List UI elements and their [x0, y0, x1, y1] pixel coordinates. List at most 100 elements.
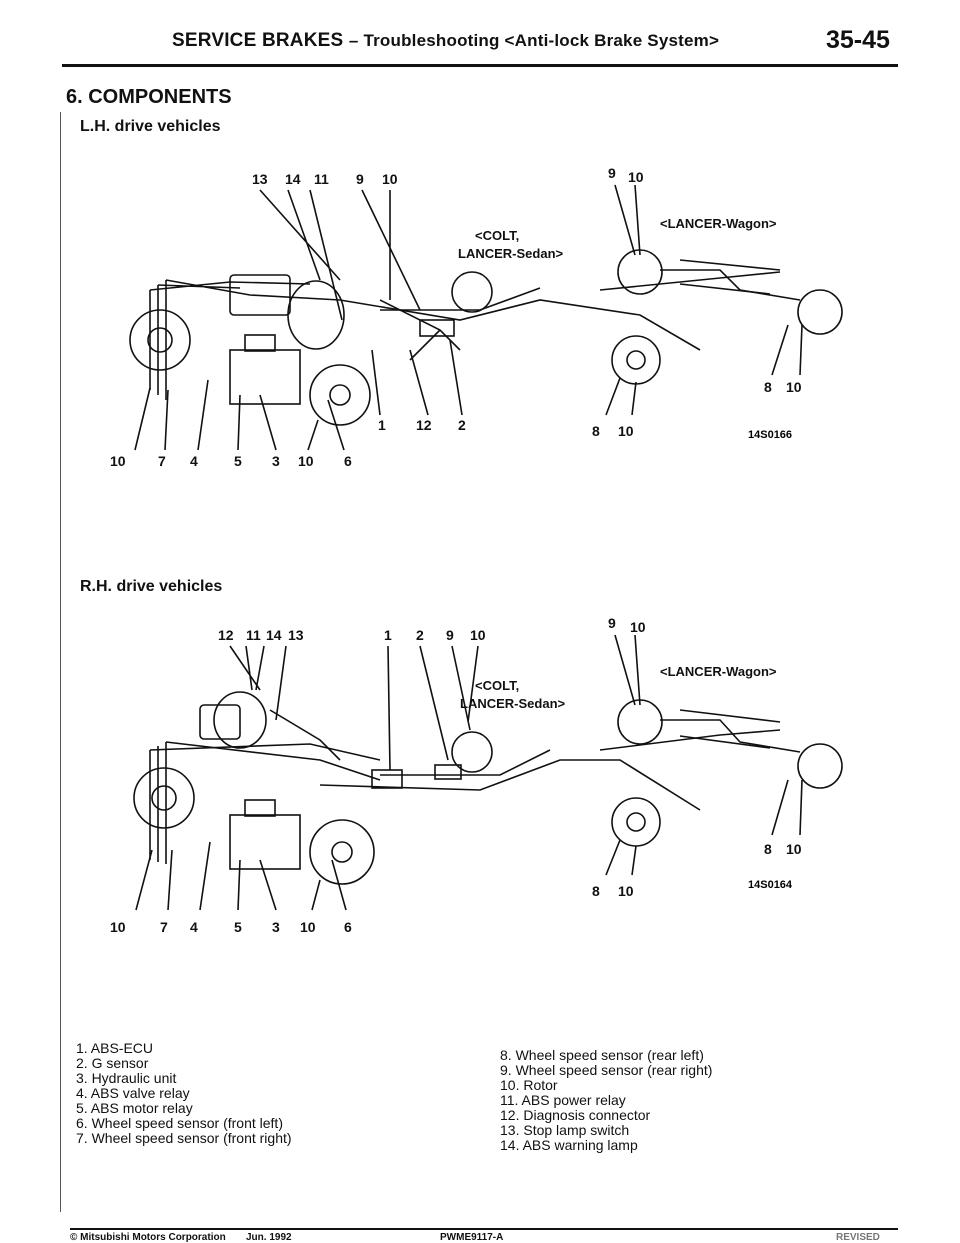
lh-callout-b-5: 5: [234, 453, 242, 469]
rh-drive-title: R.H. drive vehicles: [80, 578, 223, 595]
rh-callout-9-wagon: 9: [608, 615, 616, 631]
lh-label-sedan: LANCER-Sedan>: [458, 246, 564, 261]
rh-g-sensor-box: [434, 764, 462, 780]
rh-callout-b-10: 10: [110, 919, 126, 935]
legend-item: 12. Diagnosis connector: [500, 1107, 651, 1123]
lh-callout-8-wagon: 8: [764, 379, 772, 395]
legend-item: 11. ABS power relay: [500, 1092, 626, 1108]
rh-callout-b-3: 3: [272, 919, 280, 935]
legend-item: 1. ABS-ECU: [76, 1040, 154, 1056]
rh-callout-8-colt: 8: [592, 883, 600, 899]
lh-callout-10-wagon: 10: [628, 169, 644, 185]
lh-callout-10-colt: 10: [618, 423, 634, 439]
lh-callout-14: 14: [285, 171, 301, 187]
rh-wagon-rear-right-drum: [617, 699, 663, 745]
rh-front-left-disc: [309, 819, 375, 885]
rh-callout-10-wagon-r: 10: [786, 841, 802, 857]
lh-brake-lines-left: [149, 280, 167, 400]
rh-brake-booster: [213, 691, 267, 749]
rh-pedal: [269, 709, 341, 761]
rh-callout-b-4: 4: [190, 919, 198, 935]
legend-left: 1. ABS-ECU 2. G sensor 3. Hydraulic unit…: [76, 1041, 292, 1146]
lh-callout-9: 9: [356, 171, 364, 187]
rh-hydraulic-unit: [229, 814, 301, 870]
lh-callout-10-wagon-r: 10: [786, 379, 802, 395]
rh-callout-14: 14: [266, 627, 282, 643]
rh-rear-right-disc: [451, 731, 493, 773]
lh-callout-12: 12: [416, 417, 432, 433]
legend-right: 8. Wheel speed sensor (rear left) 9. Whe…: [500, 1048, 712, 1153]
header-title: SERVICE BRAKES – Troubleshooting <Anti-l…: [172, 30, 719, 52]
lh-callout-b-3: 3: [272, 453, 280, 469]
legend-item: 14. ABS warning lamp: [500, 1137, 638, 1153]
rh-callout-9: 9: [446, 627, 454, 643]
legend-item: 10. Rotor: [500, 1077, 558, 1093]
rh-callout-10-colt: 10: [618, 883, 634, 899]
rh-callout-11: 11: [246, 627, 261, 643]
header-title-sub: – Troubleshooting <Anti-lock Brake Syste…: [348, 31, 720, 50]
rh-callout-2: 2: [416, 627, 424, 643]
lh-callout-b-10b: 10: [298, 453, 314, 469]
rh-callout-b-5: 5: [234, 919, 242, 935]
rh-callout-1: 1: [384, 627, 392, 643]
lh-rear-right-disc: [451, 271, 493, 313]
lh-callout-b-10: 10: [110, 453, 126, 469]
lh-callout-13: 13: [252, 171, 268, 187]
lh-pedal: [379, 299, 461, 361]
legend-item: 4. ABS valve relay: [76, 1085, 190, 1101]
legend-item: 9. Wheel speed sensor (rear right): [500, 1062, 713, 1078]
rh-drive-diagram: 12 11 14 13 1 2 9 10 9 10 10 7 4 5 3 10 …: [110, 615, 843, 935]
lh-hydraulic-unit: [229, 349, 301, 405]
rh-callout-13: 13: [288, 627, 304, 643]
rh-brake-lines-left: [149, 742, 167, 864]
lh-label-wagon: <LANCER-Wagon>: [660, 216, 777, 231]
lh-callout-8-colt: 8: [592, 423, 600, 439]
rh-callout-b-6: 6: [344, 919, 352, 935]
legend-item: 8. Wheel speed sensor (rear left): [500, 1047, 704, 1063]
lh-figure-id: 14S0166: [748, 429, 792, 441]
footer-rule: [70, 1228, 898, 1230]
rh-rear-left-disc: [611, 797, 661, 847]
header-rule: [62, 64, 898, 67]
lh-callout-b-6: 6: [344, 453, 352, 469]
legend-item: 6. Wheel speed sensor (front left): [76, 1115, 283, 1131]
header-title-main: SERVICE BRAKES: [172, 30, 344, 51]
rh-wagon-axle: [660, 719, 801, 753]
lh-drive-title: L.H. drive vehicles: [80, 118, 221, 135]
rh-callout-b-7: 7: [160, 919, 168, 935]
footer-code: PWME9117-A: [440, 1232, 504, 1243]
rh-brake-line-rear: [319, 759, 701, 811]
rh-figure-id: 14S0164: [748, 879, 793, 891]
lh-front-right-disc: [129, 309, 191, 371]
rh-ecu-box: [371, 769, 403, 789]
legend-item: 5. ABS motor relay: [76, 1100, 193, 1116]
lh-ecu-box: [419, 319, 455, 337]
rh-label-colt: <COLT,: [475, 678, 519, 693]
lh-rear-left-disc: [611, 335, 661, 385]
lh-drive-diagram: 13 14 11 9 10 9 10 10 7 4 5 3 10 6 1 12 …: [110, 165, 843, 469]
lh-callout-10: 10: [382, 171, 398, 187]
page-number: 35-45: [826, 26, 890, 54]
lh-master-cylinder: [229, 274, 291, 316]
lh-wagon-rear-left-drum: [797, 289, 843, 335]
legend-item: 3. Hydraulic unit: [76, 1070, 177, 1086]
rh-callout-12: 12: [218, 627, 234, 643]
rh-callout-8-wagon: 8: [764, 841, 772, 857]
rh-callout-10: 10: [470, 627, 486, 643]
rh-callout-b-10b: 10: [300, 919, 316, 935]
legend-item: 13. Stop lamp switch: [500, 1122, 630, 1138]
lh-callout-b-4: 4: [190, 453, 198, 469]
lh-callout-11: 11: [314, 171, 329, 187]
rh-label-sedan: LANCER-Sedan>: [460, 696, 566, 711]
footer-copyright: © Mitsubishi Motors Corporation: [70, 1232, 226, 1243]
rh-wagon-rear-left-drum: [797, 743, 843, 789]
rh-label-wagon: <LANCER-Wagon>: [660, 664, 777, 679]
legend-item: 2. G sensor: [76, 1055, 149, 1071]
rh-front-right-disc: [133, 767, 195, 829]
footer-revised: REVISED: [836, 1232, 880, 1243]
lh-wagon-axle: [660, 269, 801, 301]
rh-master-cylinder: [199, 704, 241, 740]
lh-callout-b-7: 7: [158, 453, 166, 469]
section-title: 6. COMPONENTS: [66, 86, 232, 108]
side-rule: [60, 112, 61, 1212]
